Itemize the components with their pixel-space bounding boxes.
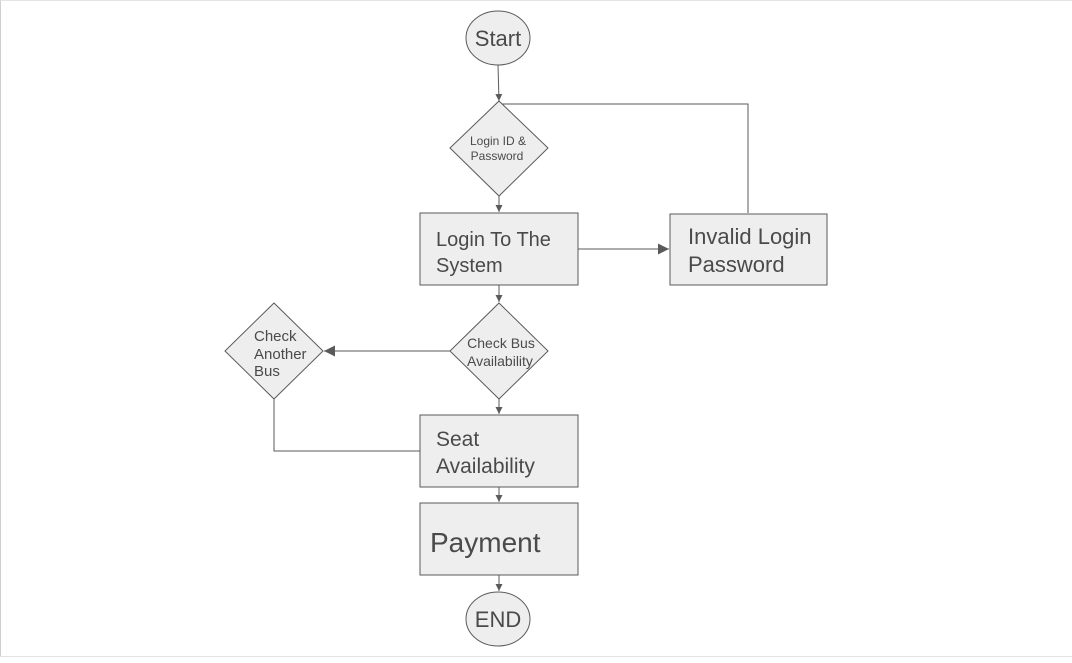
start-node[interactable]: Start xyxy=(465,10,531,66)
end-label: END xyxy=(475,607,521,632)
edge-start-to-login-check xyxy=(495,64,503,102)
bus-check-label-line1: Check Bus xyxy=(467,335,535,351)
login-check-decision[interactable]: Login ID & Password xyxy=(449,100,549,197)
invalid-login-label-line1: Invalid Login xyxy=(688,224,812,249)
edge-another-bus-to-seat xyxy=(273,398,420,452)
payment-label: Payment xyxy=(430,527,541,558)
seat-availability-label-line1: Seat xyxy=(436,428,479,451)
another-bus-label-line1: Check xyxy=(254,328,297,345)
end-node[interactable]: END xyxy=(465,591,531,647)
seat-availability-label-line2: Availability xyxy=(436,455,535,478)
invalid-login-box[interactable]: Invalid Login Password xyxy=(669,213,828,286)
login-system-label-line1: Login To The xyxy=(436,229,551,251)
payment-box[interactable]: Payment xyxy=(419,502,579,576)
another-bus-decision[interactable]: Check Another Bus xyxy=(224,302,324,400)
edge-invalid-to-login-check xyxy=(501,103,749,213)
login-check-label-line2: Password xyxy=(471,149,524,163)
bus-check-decision[interactable]: Check Bus Availability xyxy=(449,302,549,400)
bus-check-label-line2: Availability xyxy=(467,353,533,369)
seat-availability-box[interactable]: Seat Availability xyxy=(419,414,579,488)
login-check-label-line1: Login ID & xyxy=(470,134,526,148)
invalid-login-label-line2: Password xyxy=(688,252,785,277)
login-system-box[interactable]: Login To The System xyxy=(419,212,579,286)
start-label: Start xyxy=(475,26,521,51)
login-system-label-line2: System xyxy=(436,255,503,277)
another-bus-label-line2: Another xyxy=(254,346,307,363)
another-bus-label-line3: Bus xyxy=(254,363,280,380)
